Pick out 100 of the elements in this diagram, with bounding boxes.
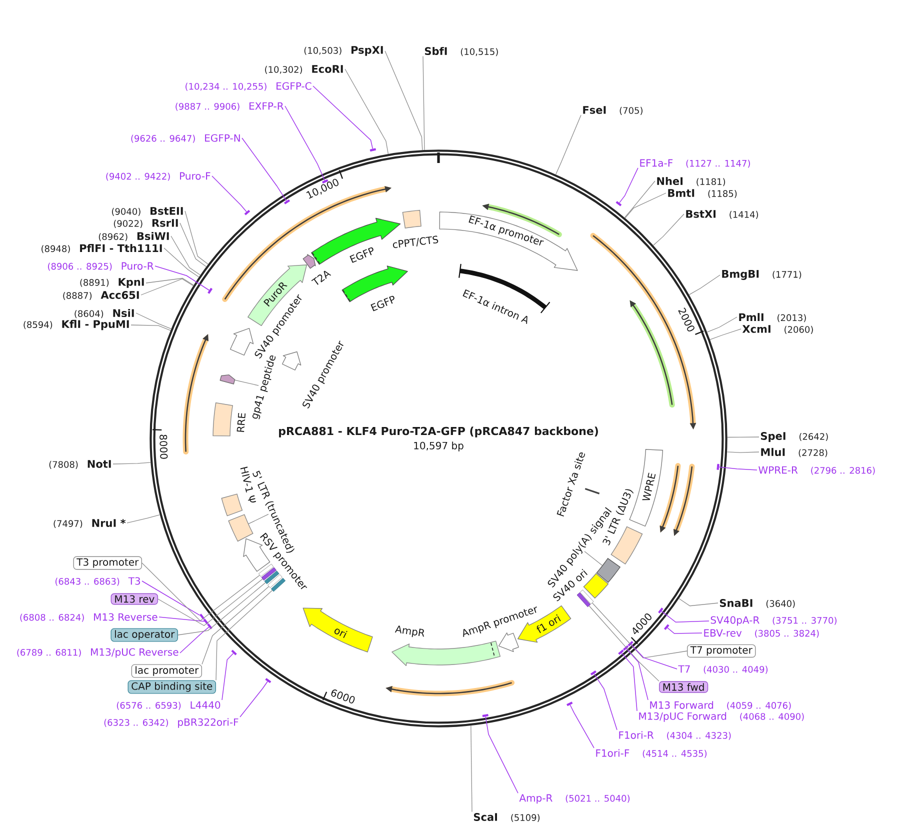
enzyme-name: NruI *	[92, 519, 126, 527]
primer-mark	[590, 670, 596, 676]
leader-line	[240, 681, 268, 718]
leader-line	[216, 590, 273, 681]
site-position: (1414)	[730, 210, 758, 219]
primer-mark	[664, 624, 670, 630]
leader-line	[234, 380, 259, 386]
primer-name: WPRE-R	[758, 466, 798, 474]
leader-line	[624, 192, 666, 218]
leader-line	[678, 598, 718, 606]
leader-line	[621, 652, 638, 712]
leader-line	[164, 248, 200, 278]
scale-label: 6000	[331, 690, 355, 704]
leader-line	[384, 50, 423, 150]
primer-range: (3805 .. 3824)	[755, 630, 819, 638]
site-position: (10,515)	[460, 48, 498, 56]
enzyme-name: RsrII	[152, 219, 178, 227]
feature-tag: lac operator	[110, 628, 178, 642]
feature-label: EGFP	[370, 296, 394, 312]
primer-mark	[265, 678, 272, 684]
primer-range: (9402 .. 9422)	[106, 172, 170, 181]
feature-tag: CAP binding site	[128, 680, 216, 694]
leader-line	[570, 704, 594, 748]
primer-name: M13 Reverse	[94, 613, 158, 621]
primer-range: (4068 .. 4090)	[740, 712, 804, 721]
enzyme-name: PspXI	[351, 46, 383, 56]
primer-name: EXFP-R	[250, 102, 284, 110]
leader-line	[312, 86, 374, 150]
enzyme-name: BsiWI	[137, 232, 169, 240]
site-position: (1185)	[708, 190, 737, 198]
leader-line	[556, 114, 582, 175]
leader-line	[470, 725, 472, 812]
enzyme-name: SbfI	[424, 46, 447, 56]
feature-label: T2A	[311, 270, 332, 285]
leader-line	[222, 652, 234, 700]
primer-name: F1ori-R	[619, 731, 654, 739]
leader-line	[158, 578, 263, 626]
primer-range: (6789 .. 6811)	[17, 648, 81, 657]
site-position: (8891)	[80, 278, 109, 287]
primer-range: (8906 .. 8925)	[48, 262, 112, 271]
leader-line	[170, 236, 201, 276]
primer-range: (6808 .. 6824)	[20, 614, 84, 622]
primer-name: M13 Forward	[650, 701, 714, 709]
leader-line	[718, 466, 758, 470]
feature-bar	[258, 564, 274, 577]
enzyme-name: FseI	[583, 106, 606, 114]
site-position: (1181)	[696, 178, 726, 186]
enzyme-name: BmtI	[668, 189, 694, 197]
enzyme-name: EcoRI	[312, 65, 343, 73]
primer-mark	[616, 201, 622, 206]
leader-line	[180, 626, 210, 654]
primer-name: EF1a-F	[640, 159, 673, 167]
primer-mark	[231, 650, 237, 656]
enzyme-name: MluI	[761, 448, 785, 456]
plasmid-name: pRCA881 - KLF4 Puro-T2A-GFP (pRCA847 backbone)	[279, 426, 598, 438]
primer-mark	[322, 179, 328, 184]
enzyme-name: BstEII	[150, 207, 183, 215]
leader-line	[140, 278, 194, 296]
site-position: (7808)	[49, 460, 78, 469]
site-position: (705)	[620, 106, 642, 115]
site-position: (10,503)	[304, 46, 342, 55]
site-position: (9022)	[114, 220, 142, 228]
leader-line	[588, 606, 660, 682]
feature-tag: lac promoter	[131, 664, 202, 678]
leader-line	[594, 673, 618, 730]
enzyme-name: SpeI	[760, 432, 786, 442]
primer-name: EGFP-C	[276, 82, 312, 90]
feature-block	[220, 374, 236, 384]
site-position: (5109)	[511, 814, 540, 822]
feature-label: cPPT/CTS	[392, 236, 438, 248]
site-position: (8887)	[63, 292, 92, 300]
feature-label: AmpR	[394, 626, 424, 638]
primer-mark	[482, 714, 488, 718]
enzyme-name: SnaBI	[720, 599, 752, 607]
leader-line	[146, 278, 194, 286]
leader-line	[178, 582, 266, 636]
primer-mark	[284, 199, 290, 204]
leader-line	[180, 222, 206, 267]
leader-line	[130, 324, 171, 331]
enzyme-name: PflFI - Tth111I	[80, 244, 162, 252]
primer-range: (3751 .. 3770)	[772, 616, 836, 625]
primer-name: T7	[678, 665, 690, 673]
enzyme-name: BstXI	[686, 210, 716, 218]
feature-tag: M13 fwd	[659, 681, 708, 693]
feature-box	[228, 514, 254, 542]
feature-tag: M13 rev	[110, 593, 158, 605]
site-position: (7497)	[54, 520, 82, 528]
leader-line	[626, 648, 648, 700]
primer-range: (1127 .. 1147)	[686, 160, 750, 168]
leader-line	[284, 106, 326, 181]
primer-range: (5021 .. 5040)	[566, 794, 630, 803]
site-position: (2060)	[784, 326, 813, 334]
leader-line	[184, 210, 208, 264]
leader-line	[202, 586, 270, 665]
site-position: (3640)	[766, 600, 795, 608]
leader-line	[142, 580, 200, 616]
scale-label: 2000	[678, 308, 694, 332]
leader-line	[154, 266, 210, 291]
primer-mark	[203, 618, 208, 624]
plasmid-size: 10,597 bp	[414, 442, 464, 452]
